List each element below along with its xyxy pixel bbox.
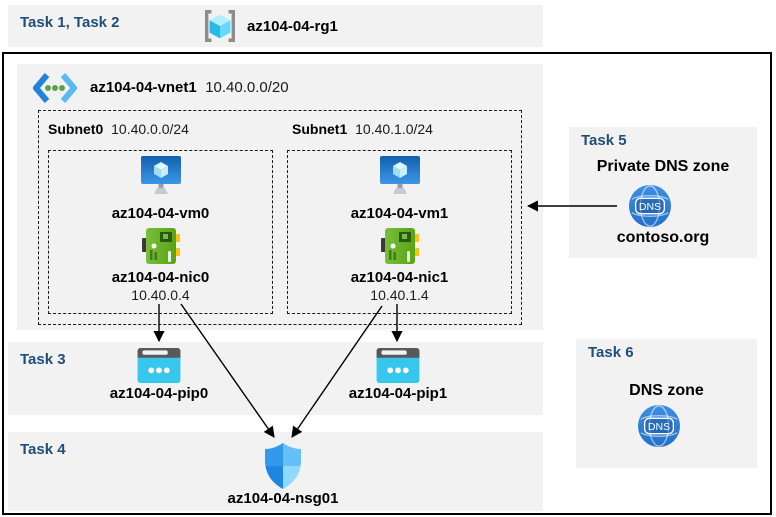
nic-icon — [380, 228, 419, 264]
subnet1-content: az104-04-vm1 az104-04-nic1 10.40.1.4 — [287, 154, 512, 303]
subnet0-label: Subnet0 10.40.0.0/24 — [48, 121, 189, 137]
private-dns-zone-name: contoso.org — [616, 229, 710, 246]
diagram-frame — [2, 52, 772, 515]
task6-panel — [576, 339, 757, 468]
private-dns-zone-title: Private DNS zone — [596, 158, 730, 175]
nic1-name: az104-04-nic1 — [350, 269, 449, 286]
task4-label: Task 4 — [20, 441, 66, 458]
nic0-name: az104-04-nic0 — [111, 269, 210, 286]
resource-group-name: az104-04-rg1 — [247, 18, 338, 35]
subnet1-box — [287, 150, 512, 314]
dns-icon-text: DNS — [648, 421, 670, 433]
pip0-name: az104-04-pip0 — [109, 385, 209, 402]
subnet0-content: az104-04-vm0 az104-04-nic0 10.40.0.4 — [48, 154, 273, 303]
vnet-icon — [33, 73, 77, 103]
task12-label: Task 1, Task 2 — [20, 14, 120, 31]
vm-icon — [379, 156, 420, 194]
task3-panel — [8, 342, 543, 415]
subnet0-box — [48, 150, 273, 314]
subnet1-label: Subnet1 10.40.1.0/24 — [292, 121, 433, 137]
dns-zone-title: DNS zone — [629, 382, 704, 399]
vm-icon — [140, 156, 181, 194]
vnet-panel — [17, 64, 543, 330]
nsg-name: az104-04-nsg01 — [227, 490, 339, 507]
public-ip-icon — [137, 347, 181, 384]
nic1-ip: 10.40.1.4 — [370, 287, 429, 303]
vnet-label: az104-04-vnet1 10.40.0.0/20 — [90, 79, 289, 97]
public-ip-icon — [376, 347, 420, 384]
dns-icon: DNS — [628, 184, 672, 228]
nsg-shield-icon — [265, 443, 301, 489]
task3-label: Task 3 — [20, 351, 66, 368]
task12-panel — [8, 5, 543, 47]
task5-label: Task 5 — [581, 132, 627, 149]
vm1-name: az104-04-vm1 — [350, 205, 449, 222]
vnet-cidr: 10.40.0.0/20 — [205, 79, 289, 96]
pip1-name: az104-04-pip1 — [348, 385, 448, 402]
dns-icon: DNS — [637, 404, 681, 448]
nic-icon — [141, 228, 180, 264]
vm0-name: az104-04-vm0 — [111, 205, 210, 222]
subnets-boundary — [38, 110, 522, 325]
nic0-ip: 10.40.0.4 — [131, 287, 190, 303]
dns-icon-text: DNS — [639, 201, 661, 213]
vnet-name: az104-04-vnet1 — [90, 79, 197, 96]
resource-group-icon — [204, 10, 236, 42]
task6-label: Task 6 — [588, 344, 634, 361]
